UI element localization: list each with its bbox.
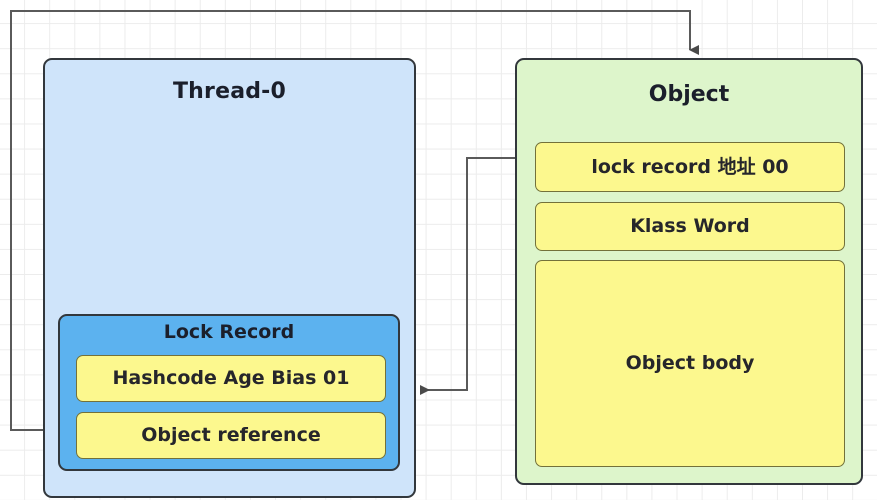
object-title: Object	[648, 82, 730, 107]
object-slot-klass-word[interactable]: Klass Word	[535, 202, 845, 251]
connector-objectreference-to-object	[10, 10, 699, 431]
object-slot-mark-word[interactable]: lock record 地址 00	[535, 142, 845, 192]
lock-record-slot-hashcode[interactable]: Hashcode Age Bias 01	[76, 355, 386, 402]
thread-title: Thread-0	[172, 79, 287, 104]
lock-record-title: Lock Record	[163, 321, 295, 343]
object-slot-body[interactable]: Object body	[535, 260, 845, 467]
object-container[interactable]: Object lock record 地址 00 Klass Word Obje…	[515, 58, 863, 485]
connector-lockrecordaddr-to-lockrecord	[420, 157, 528, 395]
lock-record-slot-object-reference[interactable]: Object reference	[76, 412, 386, 459]
lock-record-container[interactable]: Lock Record Hashcode Age Bias 01 Object …	[58, 314, 400, 471]
